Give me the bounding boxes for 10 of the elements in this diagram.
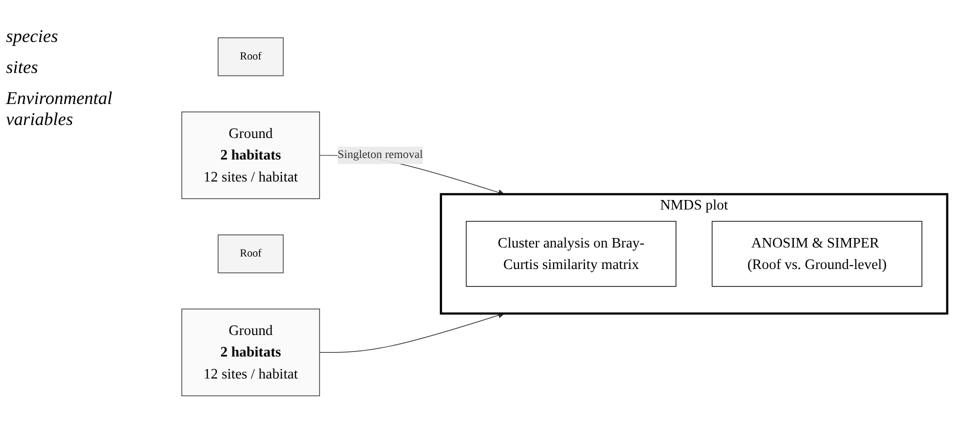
node-box: Ground 2 habitats 12 sites / habitat	[181, 111, 320, 199]
axis-label: species	[6, 26, 58, 47]
node-box: ANOSIM & SIMPER (Roof vs. Ground-level)	[712, 220, 922, 286]
axis-label: Environmental variables	[6, 88, 114, 130]
node-box: Roof	[218, 234, 284, 273]
node-box: Roof	[218, 37, 284, 76]
axis-label: sites	[6, 57, 38, 78]
node-box: Ground 2 habitats 12 sites / habitat	[181, 308, 320, 396]
node-box: Cluster analysis on Bray-Curtis similarity matrix	[466, 220, 676, 286]
edge-label: Singleton removal	[338, 148, 423, 161]
